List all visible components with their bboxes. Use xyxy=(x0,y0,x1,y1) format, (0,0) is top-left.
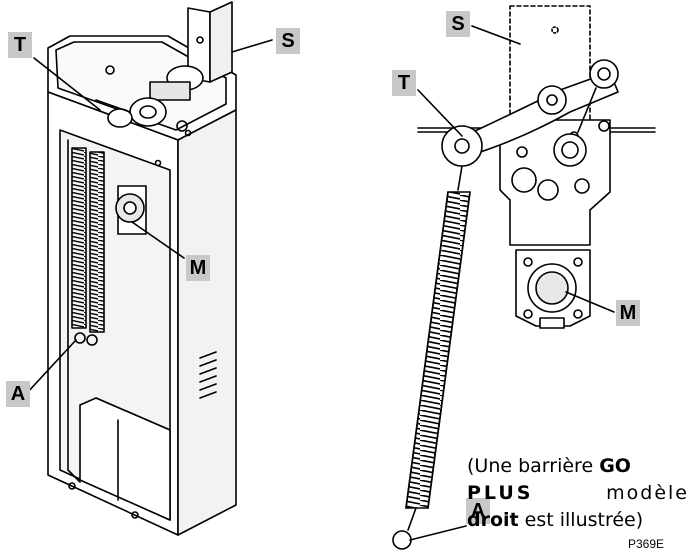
callout-A-left: A xyxy=(6,381,30,407)
callout-M-left: M xyxy=(186,255,210,281)
caption-line-1: (Une barrière GO xyxy=(467,455,631,477)
leader-T-right xyxy=(417,89,463,137)
caption-bold-droit: droit xyxy=(467,509,519,531)
caption-bold-plus: PLUS xyxy=(467,482,534,504)
leader-T-left xyxy=(33,57,101,111)
mechanism-detail xyxy=(392,5,656,550)
leader-M-left xyxy=(131,221,185,259)
caption: (Une barrière GO PLUS modèle droit est il… xyxy=(467,453,689,534)
caption-line-2: PLUS modèle xyxy=(467,480,689,507)
caption-bold-go: GO xyxy=(599,455,631,477)
spring xyxy=(392,165,471,550)
callout-T-left: T xyxy=(8,32,32,58)
caption-line-3: droit est illustrée) xyxy=(467,509,644,531)
leader-S-right xyxy=(471,25,521,45)
caption-model: modèle xyxy=(606,482,689,504)
figure-code: P369E xyxy=(628,537,665,551)
callout-T-right: T xyxy=(392,70,416,96)
callout-M-right: M xyxy=(616,300,640,326)
spring-eye xyxy=(392,530,412,550)
callout-A-right: A xyxy=(466,498,490,524)
leader-M-right xyxy=(565,291,615,313)
springs xyxy=(71,147,105,346)
leader-A-right xyxy=(409,525,467,541)
motor xyxy=(115,185,147,235)
leader-S-left xyxy=(231,39,273,53)
motor xyxy=(515,249,591,329)
vent-slots xyxy=(199,351,217,399)
leader-A-left xyxy=(25,339,77,395)
callout-S-left: S xyxy=(276,28,300,54)
callout-S-right: S xyxy=(446,11,470,37)
